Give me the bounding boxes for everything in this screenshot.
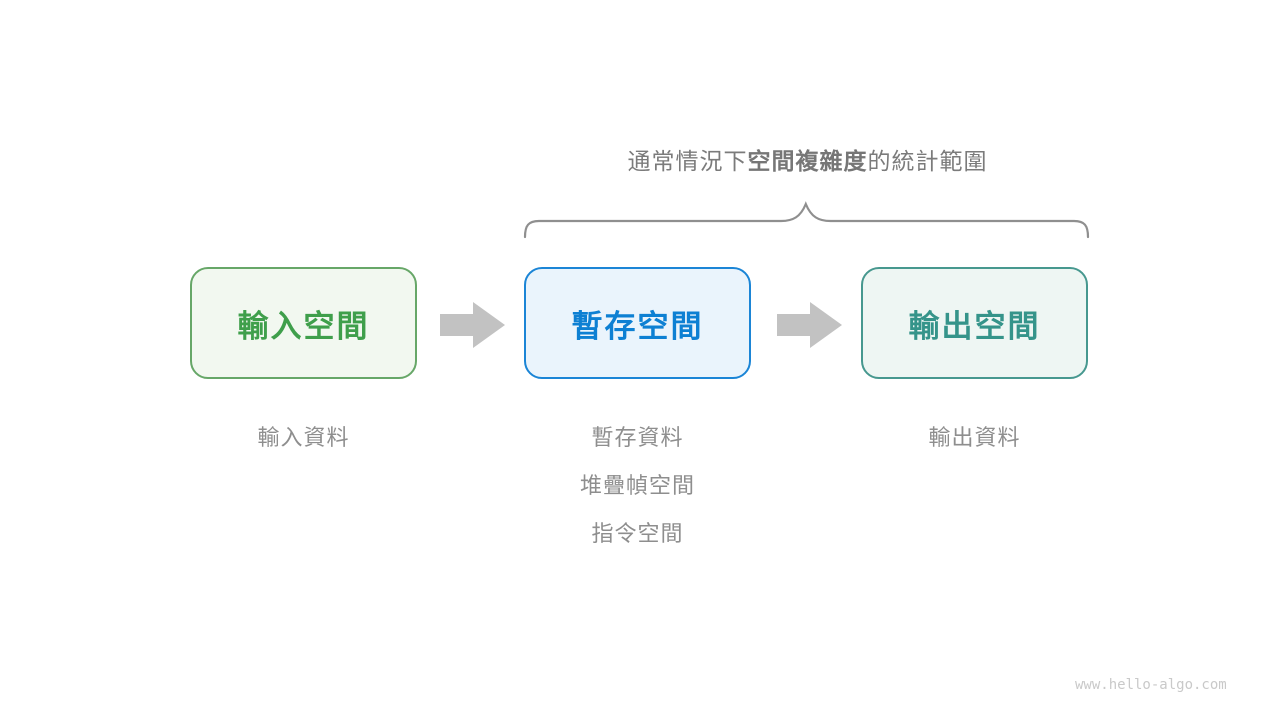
input-space-label: 輸入空間 (237, 308, 370, 344)
title-suffix: 的統計範圍 (867, 148, 988, 174)
input-space-box: 輸入空間 (190, 267, 417, 379)
output-space-label: 輸出空間 (908, 308, 1041, 344)
temp-space-note-1: 暫存資料 (591, 425, 684, 450)
output-space-note: 輸出資料 (928, 425, 1021, 450)
watermark-url: www.hello-algo.com (1075, 677, 1227, 693)
temp-space-note-3: 指令空間 (591, 521, 684, 546)
curly-brace-top-icon (523, 201, 1090, 239)
input-space-note: 輸入資料 (257, 425, 350, 450)
arrow-right-icon (777, 302, 842, 348)
temp-space-box: 暫存空間 (524, 267, 751, 379)
arrow-right-icon (440, 302, 505, 348)
diagram-title: 通常情況下空間複雜度的統計範圍 (465, 146, 1150, 176)
title-bold-term: 空間複雜度 (747, 148, 868, 174)
output-space-box: 輸出空間 (861, 267, 1088, 379)
title-prefix: 通常情況下 (627, 148, 748, 174)
temp-space-note-2: 堆疊幀空間 (579, 473, 695, 498)
temp-space-label: 暫存空間 (571, 308, 704, 344)
